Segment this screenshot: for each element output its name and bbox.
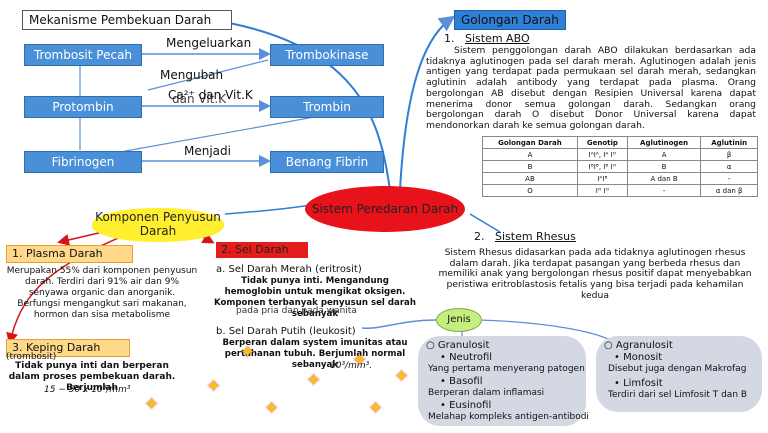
table-cell: α dan β bbox=[700, 184, 758, 197]
table-row: B IᴮIᴮ, Iᴮ Iᴼ B α bbox=[482, 160, 758, 173]
table-row: A IᴬIᴬ, Iᴬ Iᴼ A β bbox=[482, 148, 758, 161]
sel-darah-heading: 2. Sel Darah bbox=[216, 242, 308, 258]
eritrosit-overlap: pada pria dan pada wanita bbox=[236, 306, 357, 316]
star-icon: ✦ bbox=[368, 398, 384, 419]
abo-heading: 1. Sistem ABO bbox=[444, 32, 530, 45]
table-header: Genotip bbox=[576, 136, 628, 149]
table-header: Aglutinogen bbox=[626, 136, 702, 149]
table-cell: AB bbox=[482, 172, 578, 185]
table-row: AB IᴬIᴮ A dan B - bbox=[482, 172, 758, 185]
leukosit-text: Berperan dalam system imunitas atau pert… bbox=[222, 338, 408, 370]
abo-table: Golongan Darah Genotip Aglutinogen Aglut… bbox=[482, 136, 758, 197]
komponen-penyusun-cloud: Komponen Penyusun Darah bbox=[92, 208, 224, 242]
table-header-row: Golongan Darah Genotip Aglutinogen Aglut… bbox=[482, 136, 758, 149]
agranulosit-panel bbox=[596, 336, 762, 412]
granulosit-panel bbox=[418, 336, 586, 426]
eusinofil-desc: Melahap kompleks antigen-antibodi bbox=[428, 412, 589, 422]
star-icon: ✦ bbox=[206, 376, 222, 397]
rhesus-heading: 2. Sistem Rhesus bbox=[474, 230, 576, 243]
table-cell: B bbox=[626, 160, 702, 173]
trombokinase-box: Trombokinase bbox=[270, 44, 384, 66]
plasma-darah-heading: 1. Plasma Darah bbox=[6, 245, 133, 263]
fibrinogen-box: Fibrinogen bbox=[24, 151, 142, 173]
eritrosit-text: Tidak punya inti. Mengandung hemoglobin … bbox=[214, 276, 416, 319]
trombosit-pecah-box: Trombosit Pecah bbox=[24, 44, 142, 66]
abo-title: Sistem ABO bbox=[465, 32, 530, 45]
limfosit-item: • Limfosit bbox=[614, 378, 663, 389]
table-cell: O bbox=[482, 184, 578, 197]
table-cell: - bbox=[700, 172, 758, 185]
table-cell: A bbox=[626, 148, 702, 161]
limfosit-desc: Terdiri dari sel Limfosit T dan B bbox=[608, 390, 748, 400]
star-icon: ✦ bbox=[264, 398, 280, 419]
jenis-node: Jenis bbox=[436, 308, 482, 332]
keping-sub: (trombosit) bbox=[6, 352, 57, 362]
eusinofil-item: • Eusinofil bbox=[440, 400, 492, 411]
table-header: Golongan Darah bbox=[482, 136, 578, 149]
trombin-box: Trombin bbox=[270, 96, 384, 118]
rhesus-text: Sistem Rhesus didasarkan pada ada tidakn… bbox=[438, 247, 752, 301]
mengubah-label: Mengubah bbox=[160, 68, 224, 82]
table-cell: α bbox=[700, 160, 758, 173]
monosit-desc: Disebut juga dengan Makrofag bbox=[608, 364, 747, 374]
table-cell: Iᴼ Iᴼ bbox=[576, 184, 628, 197]
diagram-title: Mekanisme Pembekuan Darah bbox=[22, 10, 232, 30]
table-cell: A dan B bbox=[626, 172, 702, 185]
table-cell: B bbox=[482, 160, 578, 173]
table-cell: β bbox=[700, 148, 758, 161]
table-row: O Iᴼ Iᴼ - α dan β bbox=[482, 184, 758, 197]
star-icon: ✦ bbox=[240, 342, 256, 363]
table-cell: - bbox=[626, 184, 702, 197]
star-icon: ✦ bbox=[394, 366, 410, 387]
agranulosit-title: ○ Agranulosit bbox=[604, 340, 673, 351]
menjadi-label: Menjadi bbox=[184, 144, 231, 158]
leukosit-title: b. Sel Darah Putih (leukosit) bbox=[216, 326, 356, 337]
eritrosit-title: a. Sel Darah Merah (eritrosit) bbox=[216, 264, 362, 275]
star-icon: ✦ bbox=[306, 370, 322, 391]
plasma-text-1: Merupakan 55% dari komponen penyusun dar… bbox=[6, 266, 198, 298]
table-cell: IᴬIᴮ bbox=[576, 172, 628, 185]
keping-text: Tidak punya inti dan berperan dalam pros… bbox=[8, 361, 176, 393]
monosit-item: • Monosit bbox=[614, 352, 663, 363]
star-icon: ✦ bbox=[144, 394, 160, 415]
neutrofil-item: • Neutrofil bbox=[440, 352, 493, 363]
benang-fibrin-box: Benang Fibrin bbox=[270, 151, 384, 173]
table-cell: IᴬIᴬ, Iᴬ Iᴼ bbox=[576, 148, 628, 161]
basofil-desc: Berperan dalam inflamasi bbox=[428, 388, 545, 398]
leukosit-value: 10³/mm³. bbox=[330, 361, 373, 371]
sistem-peredaran-darah-node: Sistem Peredaran Darah bbox=[305, 186, 465, 232]
vitk-overlap-label: dan Vit.K bbox=[172, 92, 227, 106]
protombin-box: Protombin bbox=[24, 96, 142, 118]
table-cell: A bbox=[482, 148, 578, 161]
table-header: Aglutinin bbox=[700, 136, 758, 149]
keping-formula: 15 − 50 x 10³/mm³ bbox=[44, 385, 131, 395]
basofil-item: • Basofil bbox=[440, 376, 483, 387]
keping-darah-heading: 3. Keping Darah bbox=[6, 339, 130, 357]
table-cell: IᴮIᴮ, Iᴮ Iᴼ bbox=[576, 160, 628, 173]
plasma-text-2: Berfungsi mengangkut sari makanan, hormo… bbox=[17, 299, 187, 320]
golongan-darah-tag: Golongan Darah bbox=[454, 10, 566, 30]
abo-text: Sistem penggolongan darah ABO dilakukan … bbox=[426, 45, 756, 131]
neutrofil-desc: Yang pertama menyerang patogen bbox=[428, 364, 585, 374]
rhesus-title: Sistem Rhesus bbox=[495, 230, 576, 243]
granulosit-title: ○ Granulosit bbox=[426, 340, 490, 351]
ca-vitk-label: Ca²⁺ dan Vit.K bbox=[168, 88, 253, 102]
mengeluarkan-label: Mengeluarkan bbox=[166, 36, 252, 50]
star-icon: ✦ bbox=[352, 350, 368, 371]
